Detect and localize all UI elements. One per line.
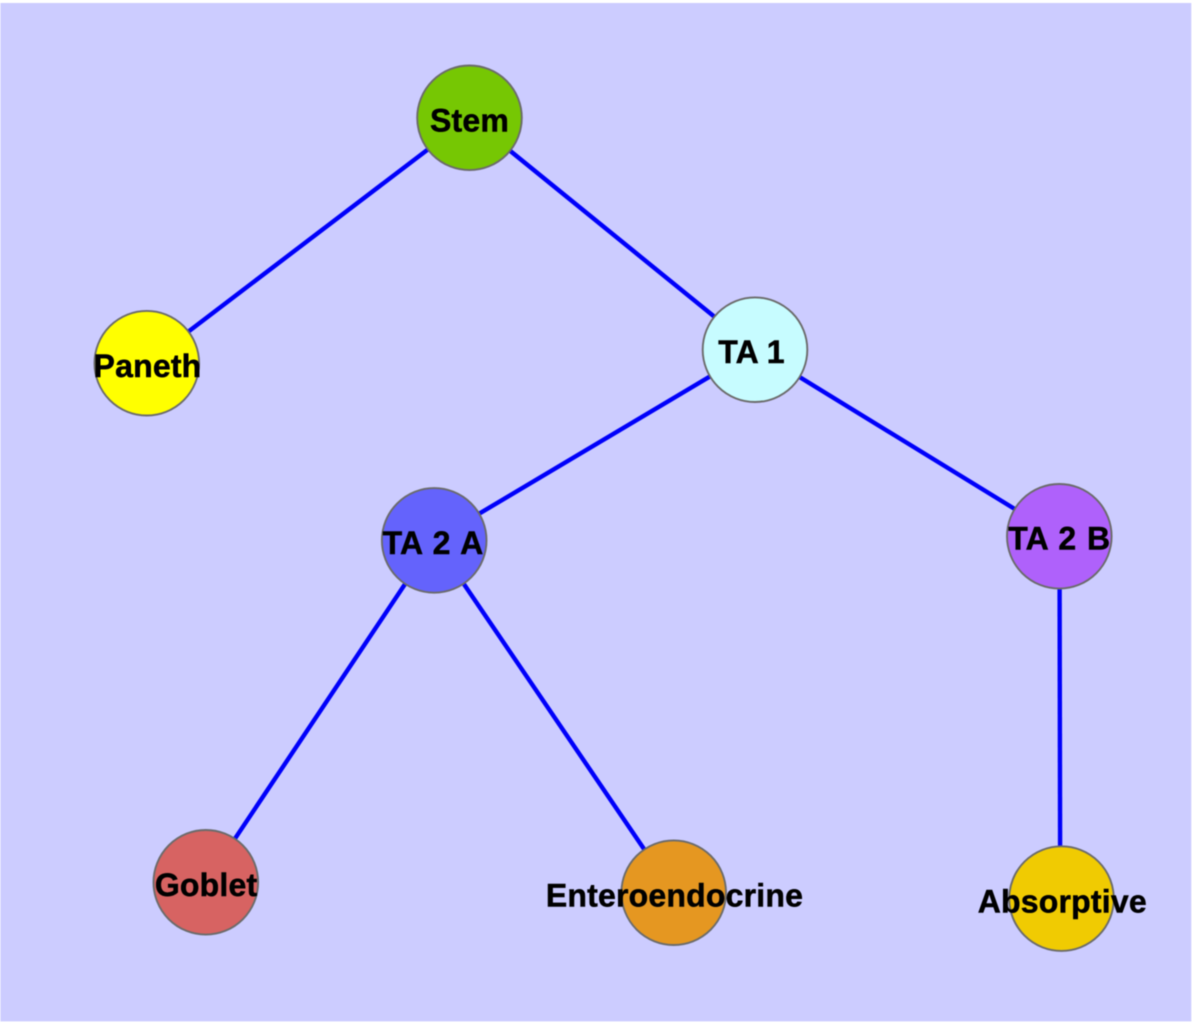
- svg-text:Absorptive: Absorptive: [978, 884, 1147, 920]
- svg-text:Stem: Stem: [430, 103, 509, 139]
- svg-text:TA 2 A: TA 2 A: [383, 525, 484, 561]
- svg-text:Paneth: Paneth: [94, 348, 202, 384]
- svg-text:Goblet: Goblet: [155, 867, 258, 903]
- svg-text:TA 2 B: TA 2 B: [1008, 520, 1110, 556]
- svg-text:TA 1: TA 1: [718, 334, 785, 370]
- svg-text:Enteroendocrine: Enteroendocrine: [546, 878, 803, 914]
